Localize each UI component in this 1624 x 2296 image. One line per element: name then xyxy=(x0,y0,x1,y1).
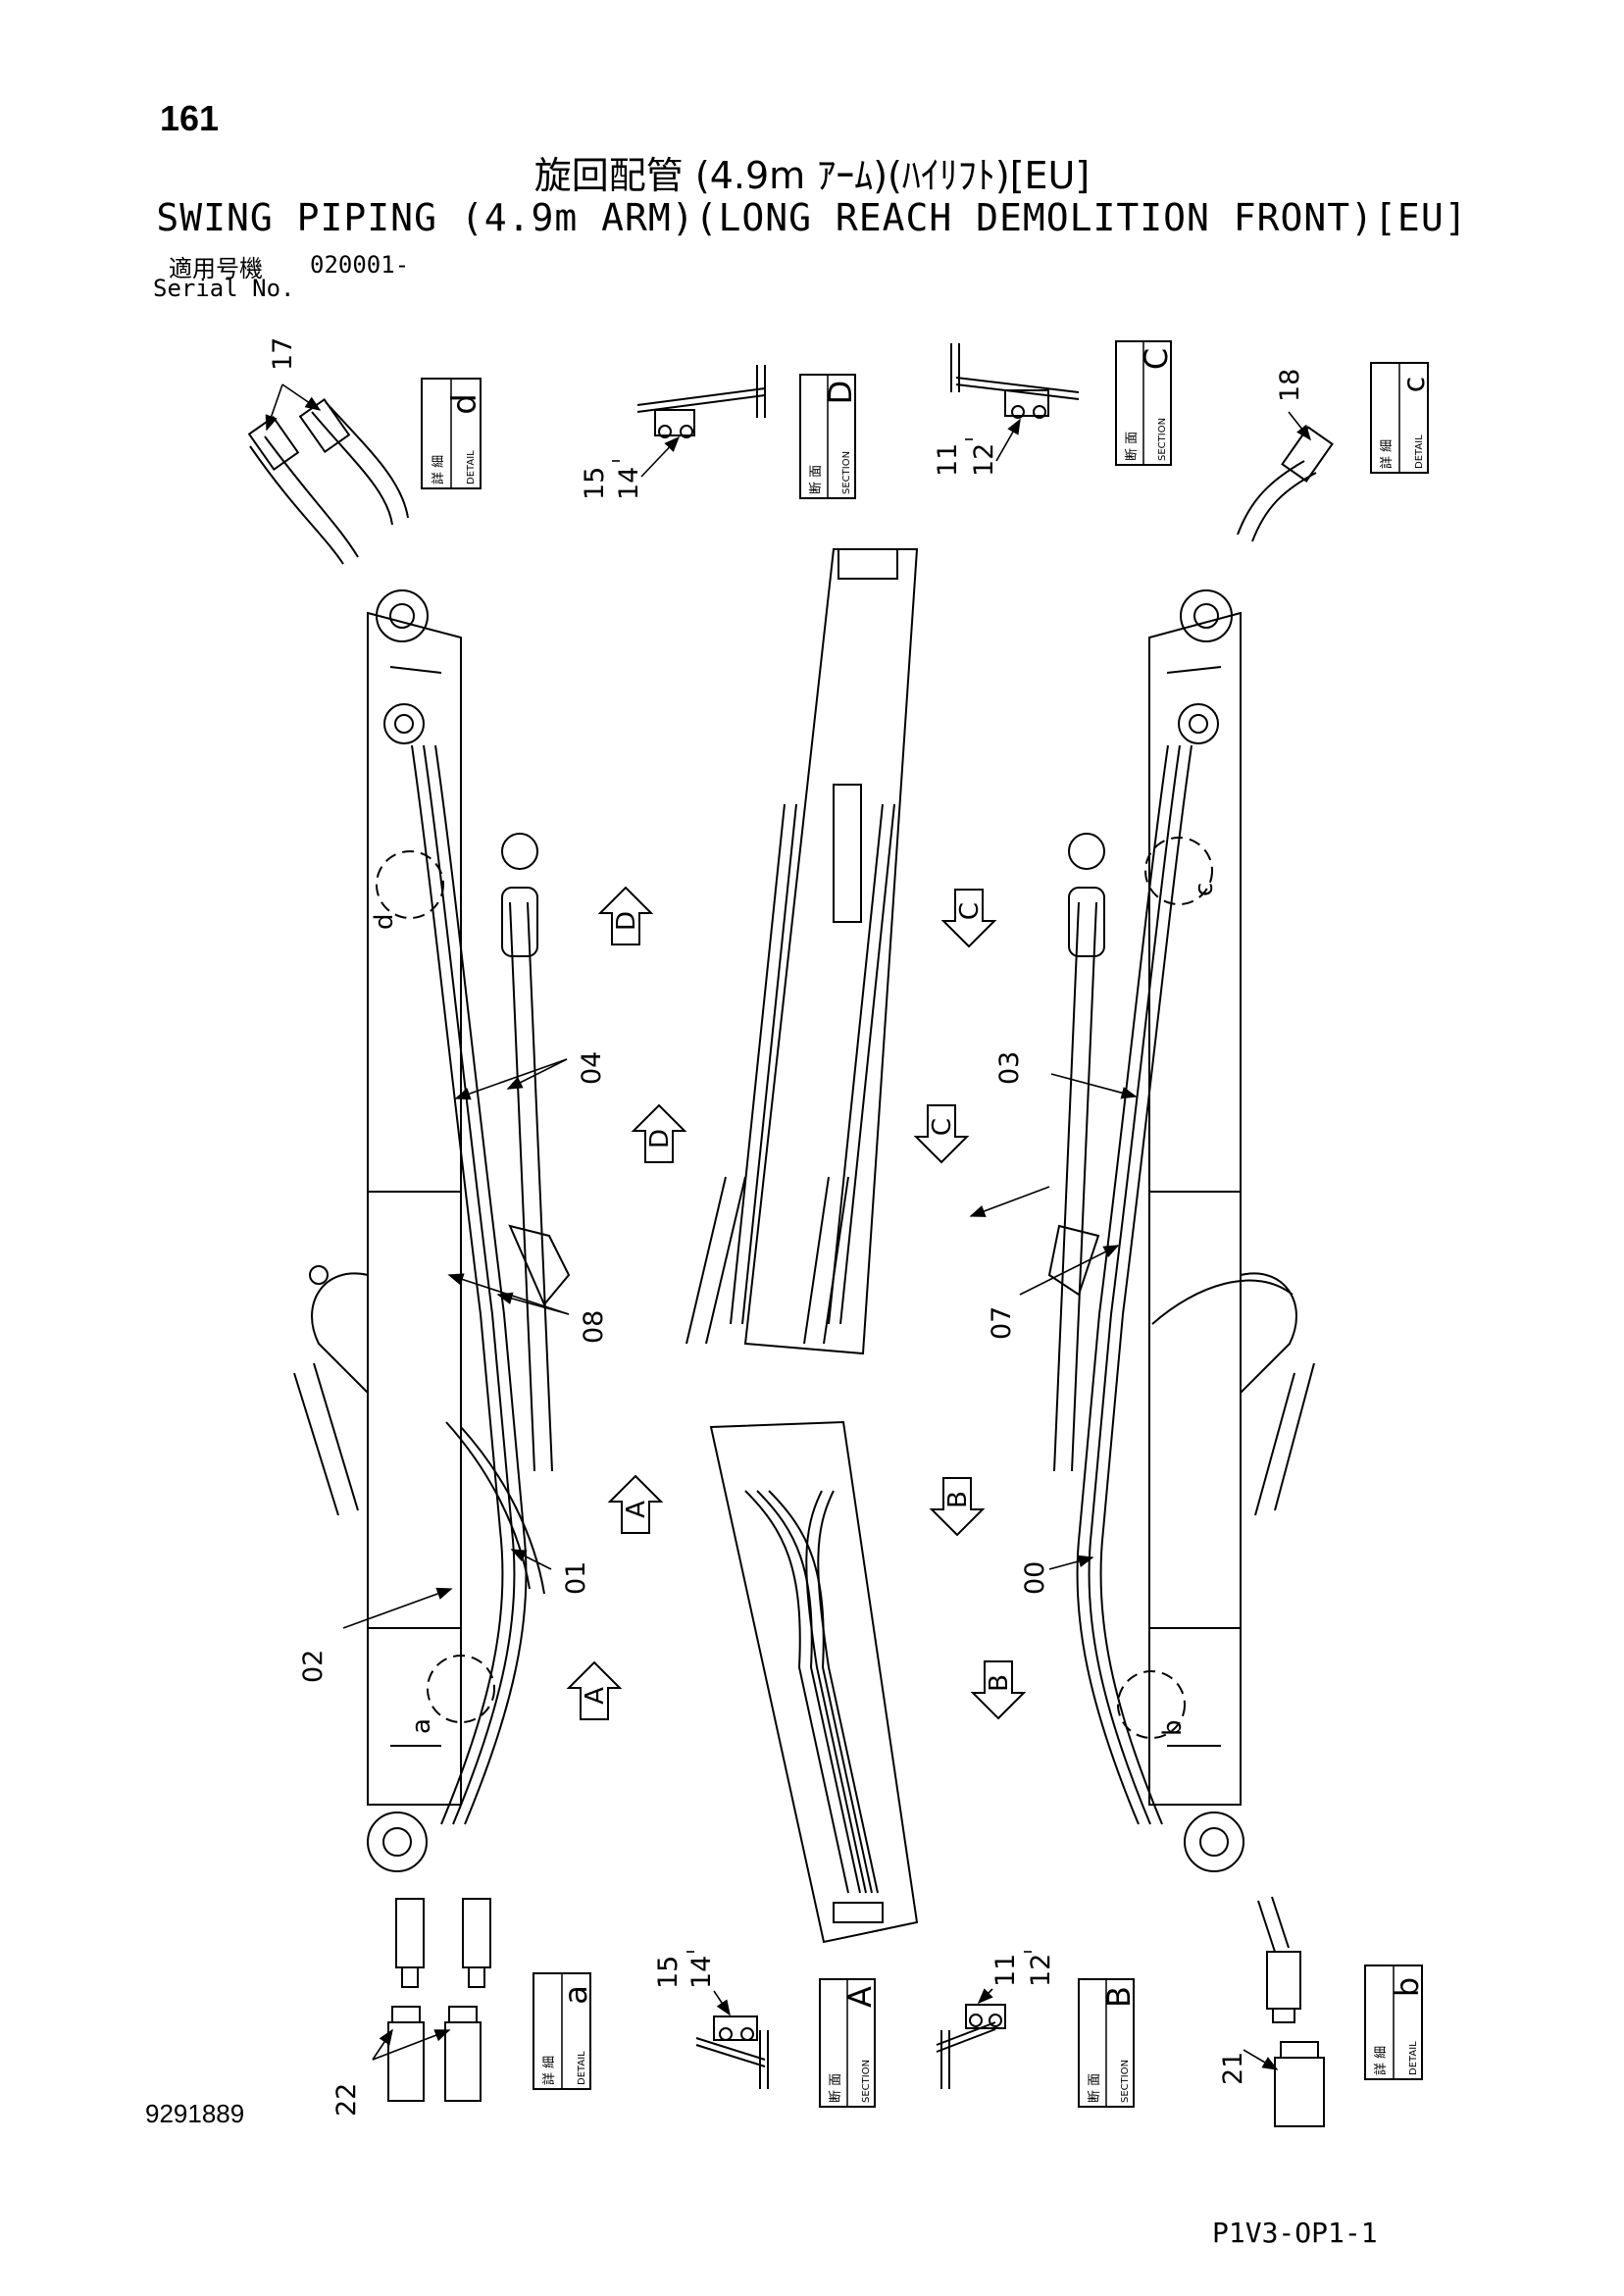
detail-tag-d: d 詳 細 DETAIL xyxy=(421,378,484,489)
callout-04: 04 xyxy=(577,1051,607,1085)
detail-tag-c-en: DETAIL xyxy=(1414,434,1425,469)
sheet-code: P1V3-OP1-1 xyxy=(1212,2217,1378,2249)
callout-00: 00 xyxy=(1020,1561,1050,1595)
callout-15-bottom: 15 xyxy=(653,1956,684,1989)
title-english: SWING PIPING (4.9m ARM)(LONG REACH DEMOL… xyxy=(156,196,1468,239)
callout-07: 07 xyxy=(987,1306,1017,1340)
detail-tag-a: a 詳 細 DETAIL xyxy=(533,1972,594,2090)
detail-marker-c: c xyxy=(1190,883,1219,896)
callout-14-bottom: 14 xyxy=(686,1956,717,1989)
leader-lines xyxy=(265,383,1311,2070)
view-arrow-B-upper: B xyxy=(929,1477,986,1537)
section-tag-C-en: SECTION xyxy=(1157,418,1168,461)
callout-11-top: 11 xyxy=(933,443,963,477)
detail-circles xyxy=(376,837,1213,1739)
section-view-d xyxy=(636,365,766,438)
callout-02: 02 xyxy=(298,1650,329,1683)
center-upper-arm xyxy=(685,548,919,1355)
detail-view-b xyxy=(1257,1896,1325,2127)
callout-15-14-top: 15​ xyxy=(580,467,610,500)
detail-tag-c-jp: 詳 細 xyxy=(1379,439,1395,469)
section-tag-C: C 断 面 SECTION xyxy=(1115,340,1175,466)
callout-11-bottom: 11 xyxy=(990,1954,1021,1987)
detail-tag-d-jp: 詳 細 xyxy=(431,455,446,485)
view-arrow-A-lower: A xyxy=(566,1660,623,1720)
detail-tag-d-letter: d xyxy=(445,393,484,415)
section-tag-A-en: SECTION xyxy=(861,2060,872,2103)
section-tag-A: A 断 面 SECTION xyxy=(819,1978,879,2108)
section-tag-C-jp: 断 面 xyxy=(1125,432,1140,461)
right-boom-assembly xyxy=(1047,589,1315,1872)
detail-tag-d-en: DETAIL xyxy=(466,450,477,485)
part-callouts: 17 15​ 14 11 12 18 04 03 08 07 01 00 02 … xyxy=(268,337,1305,2117)
view-arrow-A-upper: A xyxy=(607,1474,664,1534)
detail-tag-b-jp: 詳 細 xyxy=(1373,2046,1389,2075)
section-tag-B: B 断 面 SECTION xyxy=(1078,1978,1138,2108)
detail-marker-d: d xyxy=(370,913,399,930)
left-boom-assembly xyxy=(293,589,571,1872)
detail-tag-b-letter: b xyxy=(1389,1977,1426,1997)
serial-label-japanese: 適用号機 xyxy=(169,255,263,282)
callout-12-bottom: 12 xyxy=(1026,1954,1056,1987)
callout-03: 03 xyxy=(994,1051,1025,1085)
section-tag-D-en: SECTION xyxy=(841,451,852,494)
detail-tag-a-en: DETAIL xyxy=(577,2051,587,2085)
section-tag-A-jp: 断 面 xyxy=(829,2073,843,2103)
callout-17: 17 xyxy=(268,337,298,371)
section-tag-B-jp: 断 面 xyxy=(1088,2073,1102,2103)
view-arrow-C-upper-label: C xyxy=(955,902,985,920)
callout-14-top: 14 xyxy=(614,467,644,500)
section-tag-B-en: SECTION xyxy=(1120,2060,1131,2103)
detail-view-d xyxy=(247,397,409,565)
view-arrow-A-upper-label: A xyxy=(622,1501,651,1518)
detail-tag-c-letter: c xyxy=(1397,377,1432,393)
detail-marker-a: a xyxy=(407,1718,436,1734)
view-arrow-C-lower-label: C xyxy=(928,1118,957,1136)
view-arrow-B-upper-label: B xyxy=(943,1491,973,1508)
detail-view-a xyxy=(387,1898,491,2102)
view-arrow-B-lower: B xyxy=(970,1660,1027,1720)
detail-tag-a-jp: 詳 細 xyxy=(541,2056,557,2085)
title-japanese: 旋回配管 (4.9m ｱｰﾑ)(ﾊｲﾘﾌﾄ)[EU] xyxy=(533,154,1091,197)
section-tag-A-letter: A xyxy=(841,1986,879,2008)
serial-label-english: Serial No. xyxy=(153,275,295,302)
detail-tag-a-letter: a xyxy=(557,1985,594,2005)
callout-21: 21 xyxy=(1218,2052,1248,2085)
view-arrow-D-upper-label: D xyxy=(612,911,641,931)
section-tag-B-letter: B xyxy=(1100,1986,1138,2008)
detail-tag-b: b 詳 細 DETAIL xyxy=(1364,1964,1426,2080)
section-tag-D-letter: D xyxy=(822,381,859,405)
center-lower-arm xyxy=(709,1420,919,1944)
view-arrow-D-upper: D xyxy=(597,886,654,945)
callout-separators xyxy=(612,438,1032,1953)
section-view-b xyxy=(936,2004,1006,2089)
view-arrow-D-lower-label: D xyxy=(645,1129,675,1148)
callout-18: 18 xyxy=(1275,369,1305,402)
view-arrow-A-lower-label: A xyxy=(581,1687,610,1705)
callout-12-top: 12 xyxy=(969,443,999,477)
section-tag-D-jp: 断 面 xyxy=(809,465,824,494)
view-arrow-C-upper: C xyxy=(940,889,997,948)
detail-marker-b: b xyxy=(1158,1719,1188,1736)
section-view-c xyxy=(950,343,1080,419)
view-arrow-D-lower: D xyxy=(631,1103,687,1163)
serial-number-value: 020001- xyxy=(310,251,410,279)
document-number: 9291889 xyxy=(145,2099,245,2128)
section-view-a xyxy=(695,2015,769,2089)
page-number: 161 xyxy=(160,98,220,138)
view-arrow-B-lower-label: B xyxy=(985,1674,1014,1692)
detail-view-c xyxy=(1237,426,1334,542)
callout-08: 08 xyxy=(579,1310,609,1344)
view-arrow-C-lower: C xyxy=(913,1104,970,1164)
section-tag-C-letter: C xyxy=(1138,348,1175,370)
callout-22: 22 xyxy=(331,2083,362,2117)
detail-tag-b-en: DETAIL xyxy=(1408,2041,1419,2075)
section-tag-D: D 断 面 SECTION xyxy=(799,374,859,499)
detail-tag-c: c 詳 細 DETAIL xyxy=(1370,362,1432,474)
callout-01: 01 xyxy=(561,1561,591,1595)
